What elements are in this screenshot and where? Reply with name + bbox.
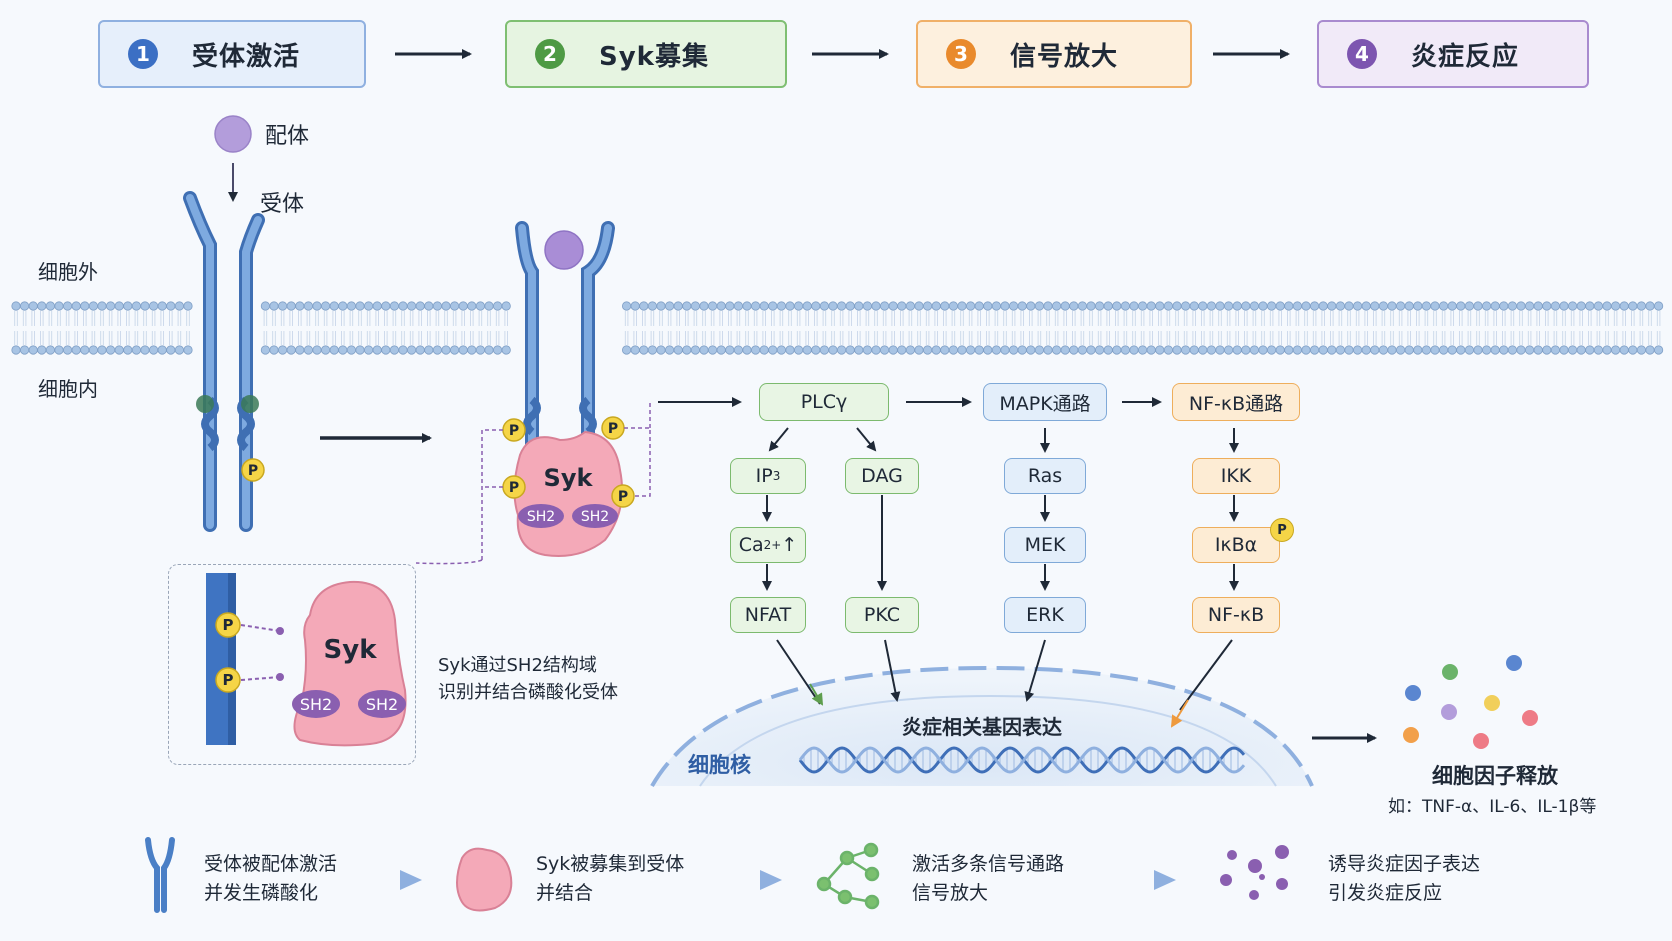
legend-3-line1: 激活多条信号通路 bbox=[912, 853, 1065, 875]
cell-membrane bbox=[11, 301, 1664, 355]
pathway-arrows bbox=[762, 427, 1239, 591]
node-ikba: IκBα bbox=[1192, 527, 1280, 563]
cytokine-dots bbox=[1403, 655, 1538, 749]
cytokine-dots-icon bbox=[1220, 845, 1289, 900]
receptor-icon bbox=[145, 837, 175, 913]
legend-2-text: Syk被募集到受体 并结合 bbox=[536, 850, 684, 908]
svg-text:P: P bbox=[608, 421, 618, 437]
legend-1-text: 受体被配体激活 并发生磷酸化 bbox=[204, 850, 337, 908]
cytokine-examples: 如：TNF-α、IL-6、IL-1β等 bbox=[1388, 797, 1597, 817]
ligand-label: 配体 bbox=[265, 124, 310, 149]
node-ikk: IKK bbox=[1192, 458, 1280, 494]
syk-label: Syk bbox=[544, 464, 594, 492]
node-nfkb-pathway: NF-κB通路 bbox=[1172, 383, 1300, 421]
step-4-label: 炎症反应 bbox=[1411, 41, 1520, 72]
legend-1-line1: 受体被配体激活 bbox=[204, 853, 338, 875]
step-4-number: 4 bbox=[1347, 39, 1377, 69]
svg-text:SH2: SH2 bbox=[527, 509, 555, 525]
ca-superscript: 2+ bbox=[763, 538, 782, 552]
gene-expression-label: 炎症相关基因表达 bbox=[902, 715, 1062, 739]
intracellular-label: 细胞内 bbox=[38, 377, 98, 401]
legend-icons bbox=[145, 837, 1289, 913]
node-mapk: MAPK通路 bbox=[983, 383, 1107, 421]
svg-text:SH2: SH2 bbox=[300, 695, 332, 714]
node-ras: Ras bbox=[1004, 458, 1086, 494]
node-nfkb: NF-κB bbox=[1192, 597, 1280, 633]
node-plcg: PLCγ bbox=[759, 383, 889, 421]
syk-blob-icon bbox=[456, 847, 513, 912]
cytokine-release-label: 细胞因子释放 bbox=[1432, 764, 1558, 788]
step-3-number: 3 bbox=[946, 39, 976, 69]
step-3-box: 3 信号放大 bbox=[916, 20, 1192, 88]
ligand-icon bbox=[214, 115, 252, 153]
ikba-phospho-icon: P bbox=[1270, 518, 1294, 542]
node-mek: MEK bbox=[1004, 527, 1086, 563]
node-pkc: PKC bbox=[845, 597, 919, 633]
node-erk: ERK bbox=[1004, 597, 1086, 633]
receptor-bound: Syk SH2 SH2 P P P P bbox=[415, 221, 651, 565]
legend-4-line2: 引发炎症反应 bbox=[1328, 882, 1443, 904]
extracellular-label: 细胞外 bbox=[38, 260, 98, 284]
step-3-label: 信号放大 bbox=[1010, 41, 1119, 72]
phospho-p-icon bbox=[241, 458, 265, 482]
svg-text:P: P bbox=[223, 671, 234, 689]
dna-helix bbox=[798, 746, 1246, 774]
zoom-detail: P P Syk SH2 SH2 bbox=[206, 573, 407, 747]
legend-2-line1: Syk被募集到受体 bbox=[536, 853, 685, 875]
network-icon bbox=[816, 842, 880, 910]
step-2-number: 2 bbox=[535, 39, 565, 69]
ip3-text: IP bbox=[755, 465, 773, 487]
node-nfat: NFAT bbox=[730, 597, 806, 633]
step-4-box: 4 炎症反应 bbox=[1317, 20, 1589, 88]
legend-4-text: 诱导炎症因子表达 引发炎症反应 bbox=[1328, 850, 1480, 908]
receptor-unbound: P bbox=[183, 191, 265, 532]
ligand-bound-icon bbox=[544, 230, 584, 270]
svg-text:P: P bbox=[509, 480, 519, 496]
svg-text:P: P bbox=[223, 616, 234, 634]
svg-text:P: P bbox=[618, 489, 628, 505]
step-1-box: 1 受体激活 bbox=[98, 20, 366, 88]
legend-1-line2: 并发生磷酸化 bbox=[204, 882, 319, 904]
legend-3-text: 激活多条信号通路 信号放大 bbox=[912, 850, 1064, 908]
ca-up-icon: ↑ bbox=[781, 534, 798, 556]
step-2-box: 2 Syk募集 bbox=[505, 20, 787, 88]
zoom-caption-line2: 识别并结合磷酸化受体 bbox=[438, 682, 618, 703]
ca-text: Ca bbox=[738, 534, 764, 556]
zoom-panel bbox=[168, 564, 416, 765]
svg-text:P: P bbox=[509, 423, 519, 439]
ip3-subscript: 3 bbox=[772, 469, 781, 483]
step-1-number: 1 bbox=[128, 39, 158, 69]
zoom-caption-line1: Syk通过SH2结构域 bbox=[438, 655, 597, 676]
svg-text:SH2: SH2 bbox=[581, 509, 609, 525]
legend-2-line2: 并结合 bbox=[536, 882, 594, 904]
step-1-label: 受体激活 bbox=[192, 41, 301, 72]
svg-text:SH2: SH2 bbox=[366, 695, 398, 714]
svg-text:P: P bbox=[248, 463, 258, 479]
legend-4-line1: 诱导炎症因子表达 bbox=[1328, 853, 1481, 875]
node-dag: DAG bbox=[845, 458, 919, 494]
receptor-label: 受体 bbox=[260, 192, 305, 217]
nucleus-label: 细胞核 bbox=[688, 753, 751, 777]
legend-3-line2: 信号放大 bbox=[912, 882, 989, 904]
svg-text:Syk: Syk bbox=[324, 635, 378, 665]
step-2-label: Syk募集 bbox=[599, 41, 709, 72]
